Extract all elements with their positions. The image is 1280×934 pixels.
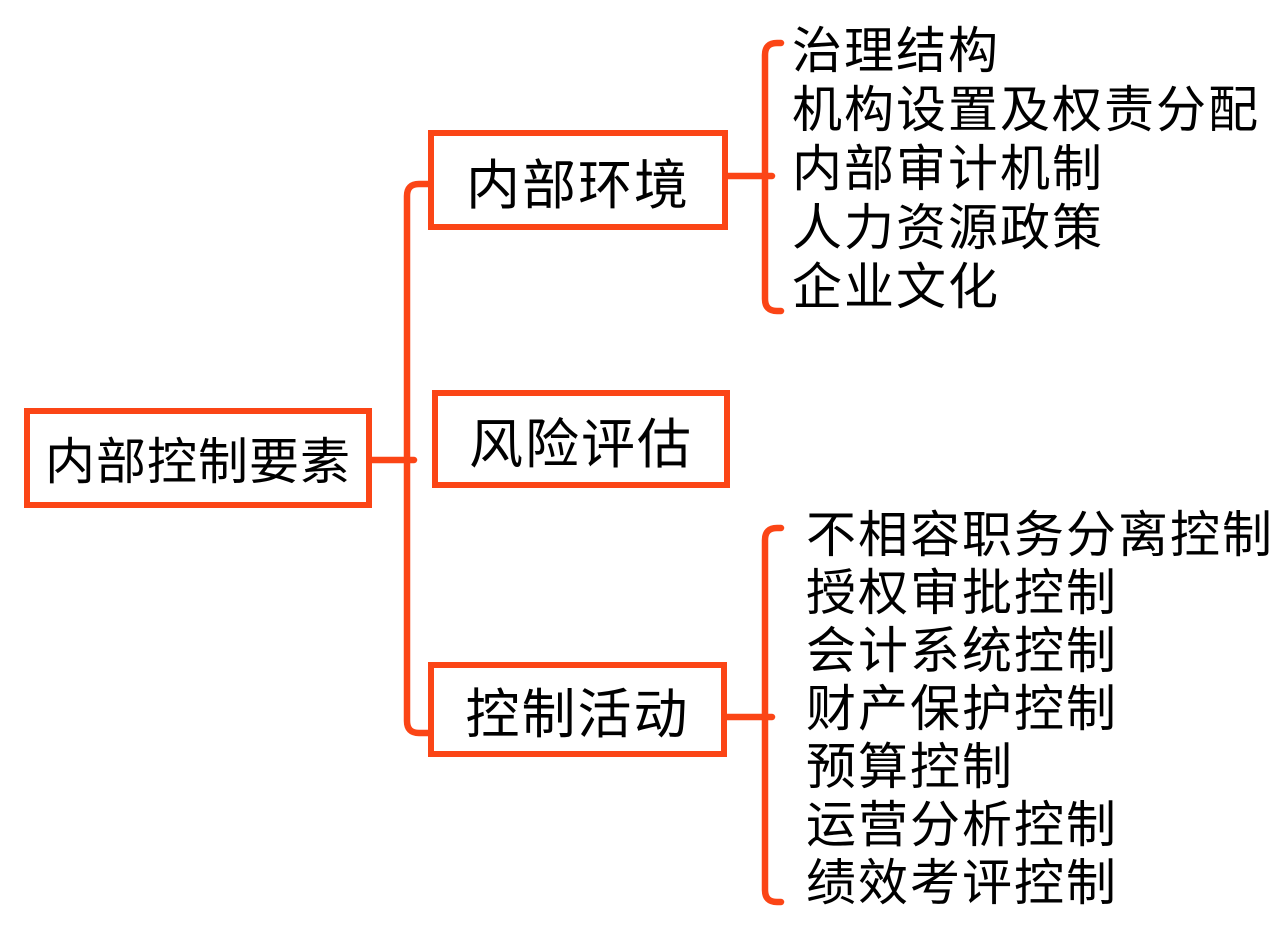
bracket-control-activities	[761, 524, 785, 906]
leaf-item: 运营分析控制	[806, 796, 1118, 854]
node-internal-environment: 内部环境	[428, 130, 728, 230]
node-label: 风险评估	[469, 412, 693, 476]
leaf-item: 企业文化	[792, 258, 1000, 316]
leaf-item: 机构设置及权责分配	[792, 81, 1260, 139]
leaf-item: 不相容职务分离控制	[806, 506, 1274, 564]
leaf-item: 内部审计机制	[792, 140, 1104, 198]
leaf-item: 人力资源政策	[792, 199, 1104, 257]
leaf-item: 治理结构	[792, 22, 1000, 80]
node-label: 内部控制要素	[45, 433, 351, 491]
leaf-list-control-activities: 不相容职务分离控制 授权审批控制 会计系统控制 财产保护控制 预算控制 运营分析…	[806, 506, 1274, 912]
leaf-item: 绩效考评控制	[806, 854, 1118, 912]
leaf-item: 预算控制	[806, 738, 1014, 796]
leaf-item: 财产保护控制	[806, 680, 1118, 738]
bracket-internal-environment	[761, 39, 785, 315]
leaf-list-internal-environment: 治理结构 机构设置及权责分配 内部审计机制 人力资源政策 企业文化	[792, 22, 1260, 317]
node-control-activities: 控制活动	[428, 662, 727, 757]
leaf-item: 会计系统控制	[806, 622, 1118, 680]
node-internal-control-elements: 内部控制要素	[24, 408, 372, 508]
node-label: 内部环境	[466, 153, 690, 217]
connector-trunk	[403, 180, 432, 737]
leaf-item: 授权审批控制	[806, 564, 1118, 622]
node-risk-assessment: 风险评估	[432, 390, 730, 488]
node-label: 控制活动	[465, 683, 690, 746]
